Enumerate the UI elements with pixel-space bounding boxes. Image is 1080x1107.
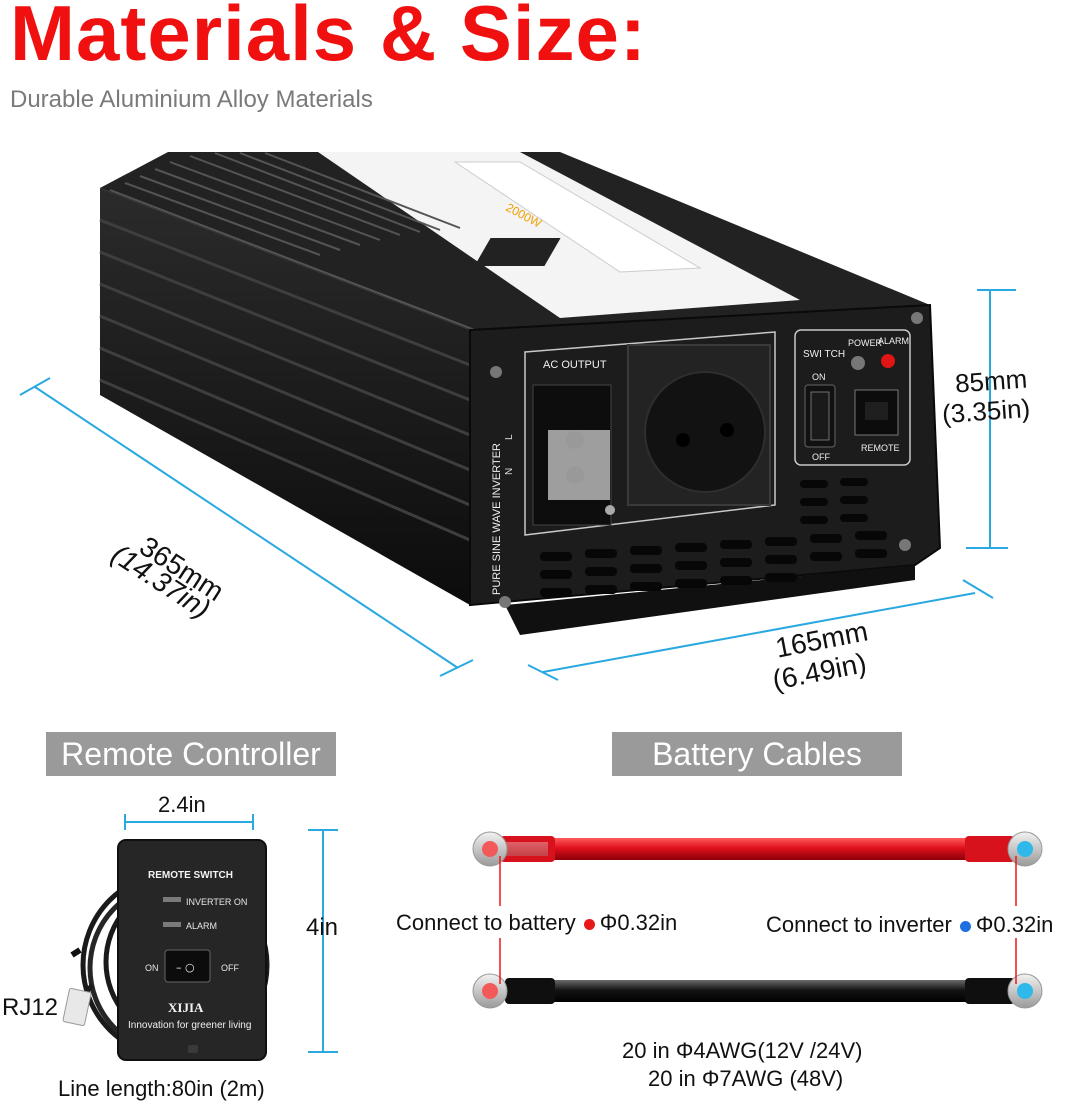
height-mm-label: 85mm bbox=[954, 363, 1029, 399]
connect-battery-text: Connect to battery bbox=[396, 910, 576, 935]
remote-dimension-lines bbox=[124, 814, 338, 1053]
connect-inverter-text: Connect to inverter bbox=[766, 912, 952, 937]
inverter-diameter: Φ0.32in bbox=[975, 912, 1054, 937]
remote-width-label: 2.4in bbox=[158, 792, 206, 817]
connect-battery-label: Connect to battery Φ0.32in bbox=[396, 912, 677, 934]
battery-cables bbox=[472, 831, 1043, 1009]
inverter-dot-icon bbox=[959, 920, 971, 932]
remote-brand: XIJIA bbox=[168, 1000, 204, 1015]
remote-inverter-on-label: INVERTER ON bbox=[186, 897, 247, 907]
power-label: POWER bbox=[848, 338, 883, 348]
ac-output-label: AC OUTPUT bbox=[543, 359, 607, 371]
cable-spec-line1: 20 in Φ4AWG(12V /24V) bbox=[622, 1038, 863, 1063]
switch-label: SWI TCH bbox=[803, 349, 845, 360]
inverter-body: 2000W bbox=[99, 152, 942, 635]
remote-slogan: Innovation for greener living bbox=[128, 1020, 251, 1031]
remote-port-label: REMOTE bbox=[861, 443, 900, 453]
dimension-lines bbox=[19, 289, 1016, 681]
switch-on-label: ON bbox=[812, 372, 826, 382]
height-in-label: (3.35in) bbox=[941, 392, 1032, 430]
battery-dot-icon bbox=[583, 918, 595, 930]
remote-controller-label: Remote Controller bbox=[46, 732, 336, 776]
remote-on-label: ON bbox=[145, 963, 159, 973]
l-label: L bbox=[504, 434, 515, 440]
remote-switch-glyph: – ○ bbox=[176, 961, 195, 974]
connect-inverter-label: Connect to inverter Φ0.32in bbox=[766, 914, 1053, 936]
switch-off-label: OFF bbox=[812, 452, 830, 462]
page-subtitle: Durable Aluminium Alloy Materials bbox=[10, 86, 373, 113]
remote-title: REMOTE SWITCH bbox=[148, 870, 233, 881]
n-label: N bbox=[504, 468, 515, 475]
alarm-label: ALARM bbox=[878, 336, 909, 346]
battery-diameter: Φ0.32in bbox=[599, 910, 678, 935]
battery-cables-label: Battery Cables bbox=[612, 732, 902, 776]
remote-off-label: OFF bbox=[221, 963, 239, 973]
remote-alarm-label: ALARM bbox=[186, 921, 217, 931]
remote-height-label: 4in bbox=[306, 914, 339, 941]
page-title: Materials & Size: bbox=[10, 0, 647, 77]
line-length-label: Line length:80in (2m) bbox=[58, 1076, 265, 1101]
remote-controller bbox=[62, 839, 270, 1061]
rj12-label: RJ12 bbox=[2, 994, 59, 1021]
cable-spec-line2: 20 in Φ7AWG (48V) bbox=[648, 1066, 844, 1091]
inverter-side-text: PURE SINE WAVE INVERTER bbox=[491, 443, 503, 595]
